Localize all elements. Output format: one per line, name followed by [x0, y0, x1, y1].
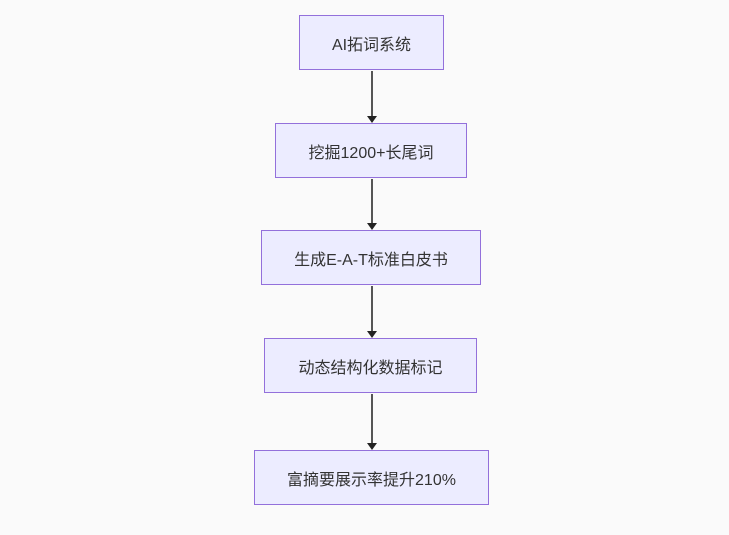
arrow-down-icon	[366, 116, 377, 123]
flow-node-ai-system: AI拓词系统	[299, 15, 444, 70]
flow-node-structured-data: 动态结构化数据标记	[264, 338, 477, 393]
edge-line	[370, 71, 373, 116]
edge-line	[370, 394, 373, 443]
flow-node-label: AI拓词系统	[331, 36, 412, 54]
arrow-down-icon	[366, 443, 377, 450]
flow-node-label: 富摘要展示率提升210%	[287, 471, 456, 489]
flow-node-label: 挖掘1200+长尾词	[308, 144, 434, 162]
flow-node-label: 生成E-A-T标准白皮书	[294, 251, 448, 269]
flow-edge	[366, 394, 377, 450]
edge-line	[370, 179, 373, 223]
flow-edge	[366, 286, 377, 338]
flow-node-eat-whitepaper: 生成E-A-T标准白皮书	[261, 230, 481, 285]
flow-node-longtail-mining: 挖掘1200+长尾词	[275, 123, 467, 178]
flow-edge	[366, 71, 377, 123]
arrow-down-icon	[366, 223, 377, 230]
flow-node-label: 动态结构化数据标记	[298, 359, 443, 377]
edge-line	[370, 286, 373, 331]
flow-edge	[366, 179, 377, 230]
arrow-down-icon	[366, 331, 377, 338]
flow-node-rich-snippet-result: 富摘要展示率提升210%	[254, 450, 489, 505]
